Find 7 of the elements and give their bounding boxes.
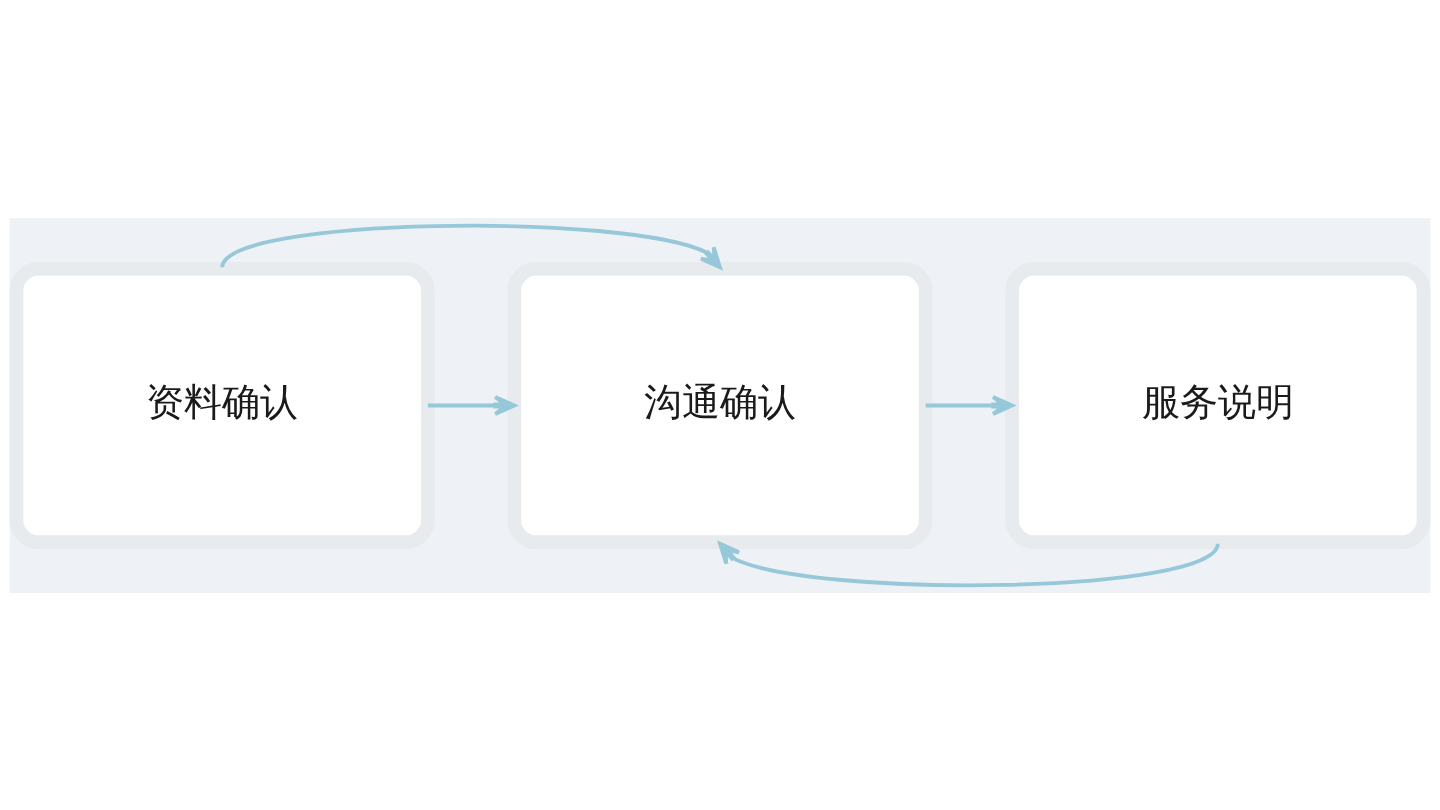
node-box: 沟通确认	[507, 261, 933, 549]
node-box: 资料确认	[9, 261, 435, 549]
node-box: 服务说明	[1005, 261, 1431, 549]
arrow	[925, 394, 1014, 416]
arrow	[427, 394, 517, 416]
arrow	[220, 223, 722, 269]
arrow	[718, 541, 1220, 587]
